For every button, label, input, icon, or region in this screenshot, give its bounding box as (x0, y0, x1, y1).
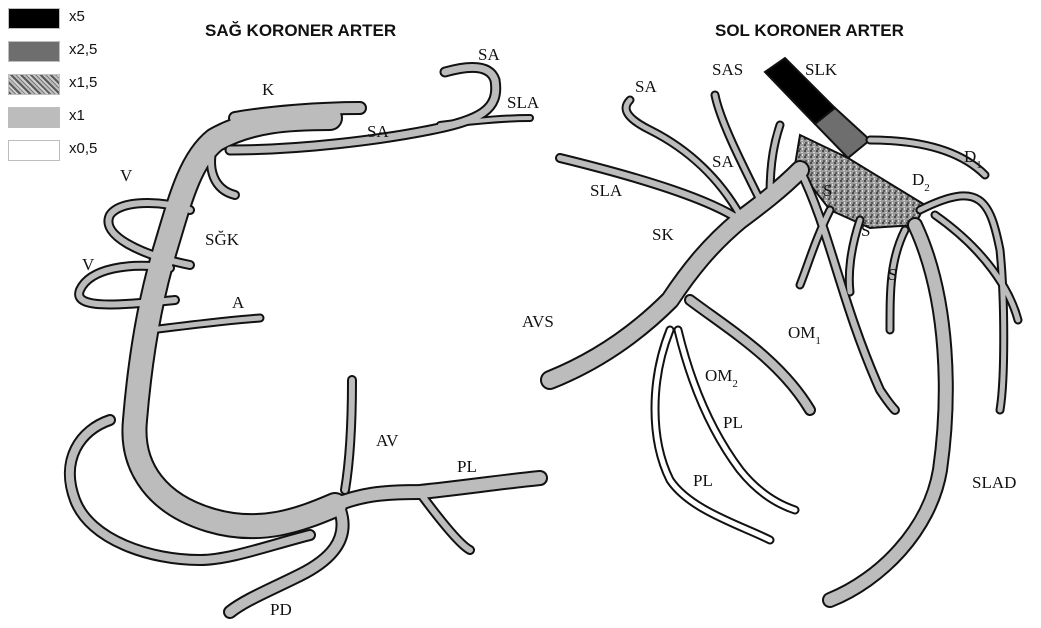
label-om1-sub: 1 (815, 335, 821, 347)
label-sa-top: SA (478, 45, 500, 64)
label-d2-main: D (912, 170, 924, 189)
label-d1-main: D (964, 147, 976, 166)
right-coronary-artery: SAĞ KORONER ARTER SA SLA K SA V SĞK V A … (70, 21, 540, 619)
label-pd: PD (270, 600, 292, 619)
label-s-1: S (823, 181, 832, 200)
label-slk: SLK (805, 60, 838, 79)
label-pl-2: PL (693, 471, 713, 490)
label-sa-mid: SA (367, 122, 389, 141)
label-s-2: S (861, 221, 870, 240)
label-om2: OM2 (705, 366, 738, 390)
left-coronary-artery: SOL KORONER ARTER SLK SA SAS SA SLA SK A… (522, 21, 1018, 600)
label-pl-right: PL (457, 457, 477, 476)
label-sla-right: SLA (507, 93, 540, 112)
label-avs: AVS (522, 312, 554, 331)
label-om2-main: OM (705, 366, 732, 385)
label-av: AV (376, 431, 399, 450)
label-sgk: SĞK (205, 230, 240, 249)
label-d2: D2 (912, 170, 930, 194)
label-d2-sub: 2 (924, 182, 930, 194)
label-pl-1: PL (723, 413, 743, 432)
right-title: SAĞ KORONER ARTER (205, 21, 396, 40)
label-sk: SK (652, 225, 674, 244)
label-sa-1: SA (635, 77, 657, 96)
label-om2-sub: 2 (732, 378, 738, 390)
label-sas: SAS (712, 60, 743, 79)
label-d1-sub: 1 (976, 159, 982, 171)
label-s-3: S (888, 265, 897, 284)
label-a: A (232, 293, 245, 312)
label-sla-left: SLA (590, 181, 623, 200)
label-k: K (262, 80, 275, 99)
label-sa-2: SA (712, 152, 734, 171)
label-slad: SLAD (972, 473, 1016, 492)
label-v1: V (120, 166, 133, 185)
left-title: SOL KORONER ARTER (715, 21, 904, 40)
label-v2: V (82, 255, 95, 274)
label-om1-main: OM (788, 323, 815, 342)
label-om1: OM1 (788, 323, 821, 347)
